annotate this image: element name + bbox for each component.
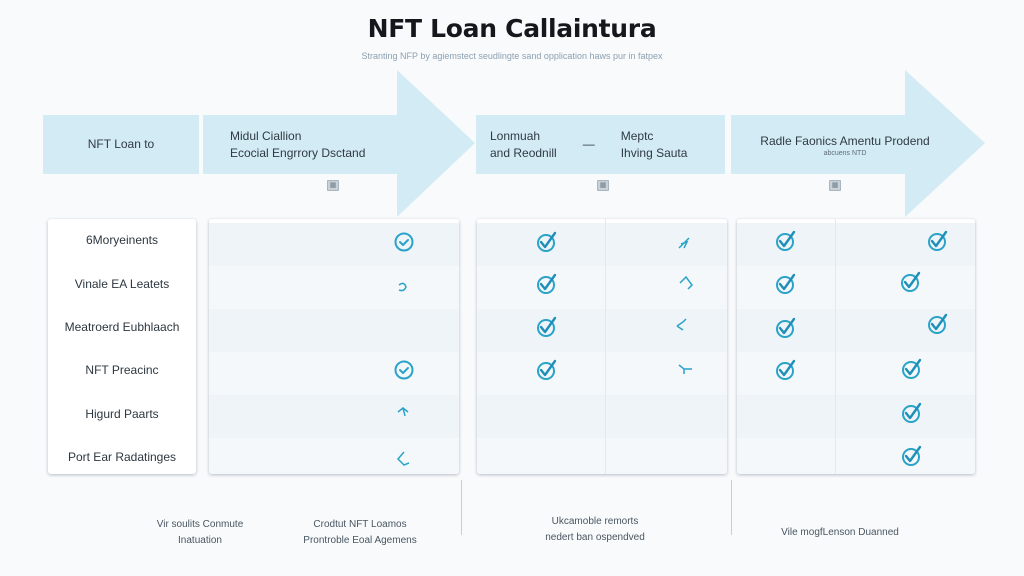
stage-2-criteria-card: [209, 219, 459, 474]
criteria-label: Vinale EA Leatets: [74, 277, 170, 291]
stage-2-line2: Ecocial Engrrory Dsctand: [230, 145, 366, 160]
footer-note: Vir soulits Conmute Inatuation: [156, 519, 244, 546]
criteria-label-card: 6Moryeinents Vinale EA Leatets Meatroerd…: [48, 219, 196, 474]
document-icon: ▦: [829, 180, 841, 191]
page-subtitle: Stranting NFP by agiemstect seudlingte s…: [361, 51, 663, 61]
stage-3-right-line2: Ihving Sauta: [620, 145, 688, 160]
document-icon: ▦: [597, 180, 609, 191]
stage-4-subline: abcuens NTD: [823, 149, 867, 157]
stage-1-label: NFT Loan to: [87, 137, 155, 151]
stage-4-criteria-card: [737, 219, 975, 474]
stage-1-header: NFT Loan to: [43, 115, 199, 174]
stage-2-line1: Midul Ciallion: [230, 128, 302, 143]
criteria-label: Higurd Paarts: [85, 407, 159, 421]
criteria-label: 6Moryeinents: [85, 233, 159, 247]
stage-3-criteria-card: [477, 219, 727, 474]
criteria-label: Port Ear Radatinges: [67, 450, 177, 464]
page-title: NFT Loan Callaintura: [367, 14, 657, 43]
stage-2-header: Midul Ciallion Ecocial Engrrory Dsctand: [230, 115, 420, 174]
connector-line: [731, 480, 732, 535]
footer-note: Ukcamoble remorts nedert ban ospendved: [545, 516, 645, 543]
stage-3-left-line2: and Reodnill: [490, 145, 557, 160]
footer-note: Vile mogfLenson Duanned: [781, 527, 899, 538]
stage-4-header: Radle Faonics Amentu Prodend abcuens NTD: [745, 125, 945, 165]
stage-3-left-line1: Lonmuah: [490, 128, 541, 143]
stage-3-header: Lonmuah and Reodnill — Meptc Ihving Saut…: [490, 115, 715, 174]
criteria-label: Meatroerd Eubhlaach: [64, 320, 180, 334]
process-arrow-banner: [43, 70, 985, 217]
criteria-label: NFT Preacinc: [85, 363, 159, 377]
stage-4-line1: Radle Faonics Amentu Prodend: [760, 133, 930, 148]
footer-note: Crodtut NFT Loamos Prontroble Eoal Ageme…: [303, 519, 417, 546]
stage-3-separator: —: [582, 137, 595, 151]
document-icon: ▦: [327, 180, 339, 191]
connector-line: [461, 480, 462, 535]
stage-3-right-line1: Meptc: [620, 128, 654, 143]
